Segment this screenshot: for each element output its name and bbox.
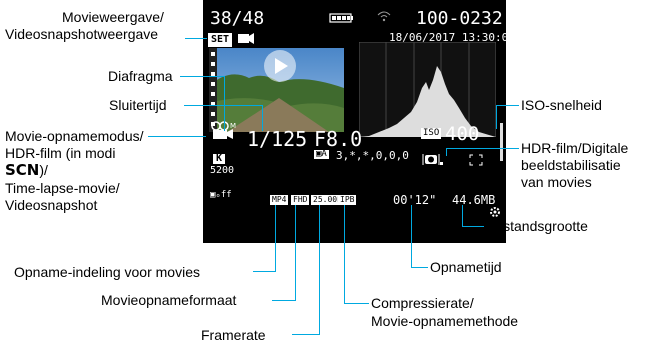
battery-icon [329,13,353,23]
aperture-value: F8.0 [314,127,363,151]
scn-mode-label: SCN [5,161,40,179]
leader-hdr-h [446,148,519,149]
set-badge: SET [208,33,233,47]
label-movie-display-2: Videosnapshotweergave [5,26,159,42]
leader-framerate-h [292,334,320,335]
scrollbar [500,123,503,161]
label-movie-display-1: Movieweergave/ [62,9,164,25]
color-temperature: 5200 [210,165,235,176]
wifi-icon [377,11,391,22]
stabilization-icon [422,154,443,165]
label-rec-time: Opnametijd [430,259,502,275]
label-rec-format: Opname-indeling voor movies [14,264,200,280]
leader-iso-h [496,105,519,106]
recording-time: 00'12" [393,193,437,207]
compression-badge: IPB [338,195,357,205]
leader-iso-v [496,105,497,129]
label-hdr-stab-3: van movies [521,174,592,190]
leader-file-size-h [462,226,484,227]
label-hdr-stab-2: beeldstabilisatie [521,157,621,173]
leader-shutter-h [184,105,262,106]
camera-screen: 38/48 100-0232 18/06/2017 13:30:00 SET [203,0,506,243]
white-balance-badge: K [213,154,226,164]
leader-movie-display [185,38,207,39]
label-movie-mode-2: HDR-film (in modi [5,145,116,161]
label-movie-mode-4: Time-lapse-movie/ [5,180,120,196]
gear-icon [490,207,500,217]
framerate-badge: 25.00P [311,195,344,205]
leader-rec-time-h [411,267,428,268]
date-time: 18/06/2017 13:30:00 [389,31,506,44]
format-badge: MP4 [270,195,289,205]
label-shutter-speed: Sluitertijd [109,97,167,113]
picture-style-icon: ▣A [314,149,329,159]
label-hdr-stab-1: HDR-film/Digitale [521,140,629,156]
label-compression-1: Compressierate/ [371,295,474,311]
label-file-size: Bestandsgrootte [486,218,588,234]
leader-file-size-v [462,205,463,226]
folder-file-number: 100-0232 [416,8,503,29]
picture-style-values: 3,*,*,0,0,0 [336,149,409,162]
scn-suffix: )/ [39,162,48,178]
label-iso: ISO-snelheid [521,97,602,113]
label-movie-mode-1: Movie-opnamemodus/ [5,128,144,144]
size-badge: FHD [291,195,310,205]
label-aperture: Diafragma [108,68,173,84]
label-compression-2: Movie-opnamemethode [371,313,519,329]
label-rec-size: Movieopnameformaat [101,292,237,308]
leader-rec-time-v [411,205,412,267]
shot-counter: 38/48 [210,8,265,29]
leader-rec-size-v [295,205,296,300]
iso-badge: ISO [421,128,442,139]
af-frame-icon [469,154,483,166]
dust-delete-off-icon: ▣ₒff [210,190,232,200]
leader-shutter-v [262,105,263,131]
movie-thumbnail [209,48,344,132]
label-movie-mode-3: SCN)/ [5,162,48,179]
leader-compression-h [344,303,369,304]
leader-rec-format-v [275,205,276,272]
play-icon [264,50,296,82]
shutter-speed: 1/125 [247,127,308,151]
file-size: 44.6MB [452,193,496,207]
label-framerate: Framerate [201,327,266,343]
label-movie-mode-5: Videosnapshot [5,197,98,213]
leader-framerate-v [319,205,320,335]
leader-aperture-h [180,76,225,77]
leader-rec-format-h [253,271,276,272]
leader-movie-mode [148,136,206,137]
leader-hdr-v [446,148,447,156]
leader-compression-v [344,205,345,303]
svg-text:M: M [230,122,236,130]
histogram [359,42,496,137]
leader-aperture-v [224,76,225,131]
leader-rec-size-h [272,300,296,301]
video-snapshot-icon [238,33,254,44]
iso-value: 400 [445,123,480,145]
